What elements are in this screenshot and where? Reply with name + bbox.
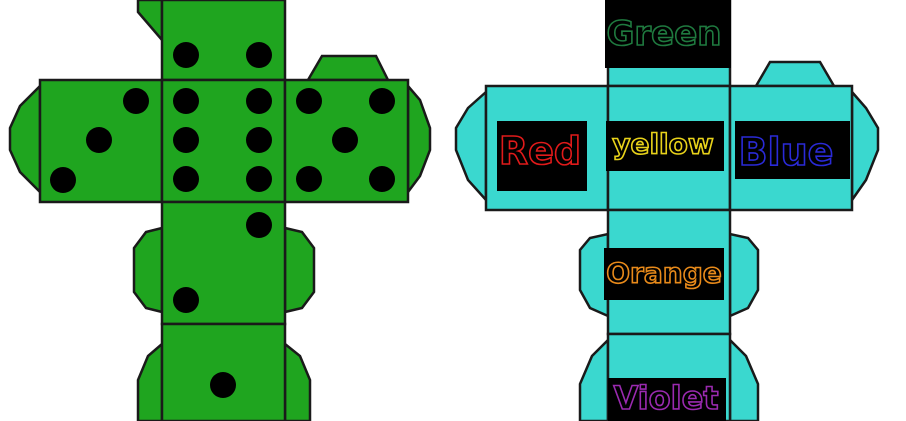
dice-tab-mid-right [283,226,316,314]
pip [173,166,199,192]
color-tab-left [454,89,488,204]
pip [296,88,322,114]
pip [173,88,199,114]
pip [369,88,395,114]
color-tab-top-right [753,60,837,88]
label-box-right [735,121,850,179]
label-box-bottom [608,378,726,421]
dice-tab-top-left [136,0,164,44]
pip [246,166,272,192]
label-box-top [605,0,731,68]
pip [173,127,199,153]
dice-pips [50,42,395,398]
pip [369,166,395,192]
pip [246,88,272,114]
dice-tab-left [8,82,42,196]
dice-tab-mid-left [132,226,164,314]
dice-tab-bottom-right [283,341,312,421]
color-tab-right [850,88,880,204]
pip [123,88,149,114]
dice-tab-top-right [305,54,391,82]
label-red: Red [499,129,581,173]
dice-face-top [160,0,287,82]
color-tab-bottom-right [728,336,760,421]
label-yellow: yellow [612,128,714,161]
dice-tab-right [406,82,432,196]
color-tab-mid-left [578,232,610,318]
pip [332,127,358,153]
color-net: Green Red yellow Blue Orange Violet [454,0,880,421]
pip [173,42,199,68]
pip [173,287,199,313]
pip [86,127,112,153]
pip [246,42,272,68]
pip [246,127,272,153]
pip [246,212,272,238]
color-tab-mid-right [728,232,760,318]
label-box-left [497,121,587,191]
pip [296,166,322,192]
label-green: Green [607,14,722,54]
label-violet: Violet [613,379,718,417]
dice-net [8,0,432,421]
color-tab-bottom-left [578,336,610,421]
pip [210,372,236,398]
pip [50,167,76,193]
label-orange: Orange [606,257,721,290]
label-box-lower [604,248,724,300]
dice-tab-bottom-left [136,341,164,421]
label-blue: Blue [739,130,834,174]
label-box-center [606,121,724,171]
